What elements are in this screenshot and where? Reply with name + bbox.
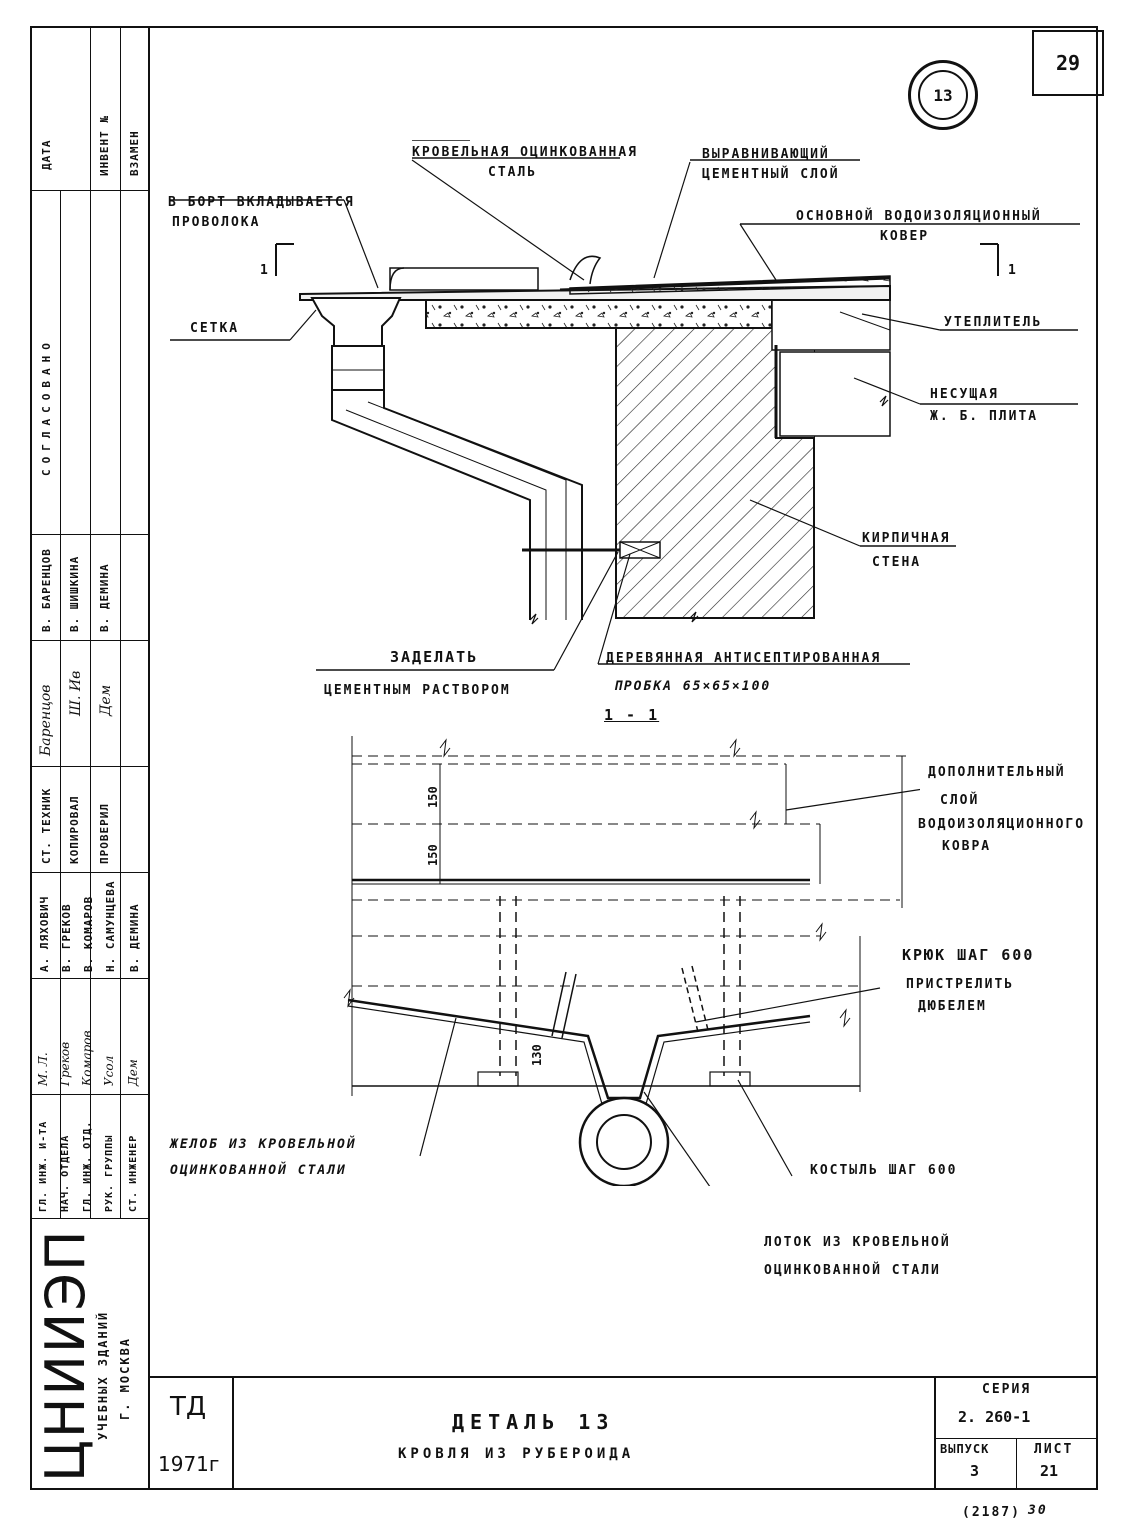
title-block-divider xyxy=(1016,1438,1017,1490)
sidebar-divider xyxy=(120,26,121,1218)
label-extra-layer: Дополнительный xyxy=(928,765,1066,780)
signature: Дем xyxy=(98,684,114,716)
signature: Усол xyxy=(102,1055,116,1086)
sidebar-date: Дата xyxy=(40,139,53,171)
label-roof-steel-2: сталь xyxy=(488,165,538,180)
issue-label: Выпуск xyxy=(940,1442,990,1456)
title-block-top xyxy=(148,1376,1098,1378)
signature: Дем xyxy=(126,1059,140,1086)
sidebar-rule xyxy=(30,766,150,767)
signature: Ш. Ив xyxy=(68,670,84,716)
series-value: 2. 260-1 xyxy=(958,1408,1031,1426)
label-insulation: Утеплитель xyxy=(944,315,1043,330)
organization-logo: ЦНИИЭП xyxy=(34,1228,97,1482)
name-komarov: В. Комаров xyxy=(82,895,95,972)
name-barentsov: В. Баренцов xyxy=(40,548,53,632)
sheet-value: 21 xyxy=(1040,1462,1059,1480)
sidebar-rule xyxy=(30,978,150,979)
name-shishkina: В. Шишкина xyxy=(68,555,81,632)
label-board: В борт вкладывается xyxy=(168,195,355,210)
detail-number: 13 xyxy=(918,70,968,120)
issue-value: 3 xyxy=(970,1462,980,1480)
sidebar-rule xyxy=(30,190,150,191)
label-hook-3: дюбелем xyxy=(918,999,987,1014)
name-grekov: В. Греков xyxy=(60,903,73,972)
label-bracket: Костыль шаг 600 xyxy=(810,1163,958,1178)
label-carpet-2: ковер xyxy=(880,229,930,244)
sheet-label: Лист xyxy=(1034,1442,1074,1457)
label-tray-2: оцинкованной стали xyxy=(764,1263,941,1278)
sidebar-replaces: Взамен xyxy=(128,130,141,176)
section-title: 1 - 1 xyxy=(604,706,660,724)
label-plug: Деревянная антисептированная xyxy=(606,651,882,666)
label-extra-layer-4: ковра xyxy=(942,839,992,854)
archive-stamp: (2187) xyxy=(962,1505,1021,1520)
archive-stamp-right: 30 xyxy=(1028,1503,1048,1518)
section-mark-right: 1 xyxy=(1008,263,1018,278)
label-net: Сетка xyxy=(190,321,240,336)
label-slab: Несущая xyxy=(930,387,999,402)
document-code: ТД xyxy=(170,1392,207,1422)
sidebar-rule xyxy=(30,1094,150,1095)
document-year: 1971г xyxy=(158,1452,220,1476)
sidebar-agreed: Согласовано xyxy=(40,337,53,476)
label-gutter: Желоб из кровельной xyxy=(170,1137,357,1152)
label-tray: Лоток из кровельной xyxy=(764,1235,951,1250)
label-roof-steel: Кровельная оцинкованная xyxy=(412,145,639,160)
sidebar-rule xyxy=(30,534,150,535)
label-leveling-2: цементный слой xyxy=(702,167,840,182)
name-demina: В. Демина xyxy=(128,903,141,972)
label-brick: Кирпичная xyxy=(862,531,951,546)
role-senior-tech: Ст. техник xyxy=(40,787,53,864)
upper-section-drawing xyxy=(170,140,1080,671)
signature: Комаров xyxy=(80,1030,94,1086)
series-label: Серия xyxy=(982,1382,1032,1397)
label-plug-2: пробка 65×65×100 xyxy=(614,679,772,694)
title-block-divider xyxy=(232,1376,234,1490)
role-dept-head: Нач. отдела xyxy=(60,1134,71,1212)
role-dept-eng: Гл. инж. отд. xyxy=(82,1120,93,1212)
role-senior-eng: Ст. инженер xyxy=(128,1134,139,1212)
dimension-130: 130 xyxy=(530,1044,544,1066)
role-group-lead: Рук. группы xyxy=(104,1134,115,1212)
sidebar-inventory: Инвент № xyxy=(98,115,111,176)
document-title: Деталь 13 xyxy=(452,1410,615,1434)
label-gutter-2: оцинкованной стали xyxy=(170,1163,347,1178)
role-copied: Копировал xyxy=(68,795,81,864)
title-block-divider xyxy=(934,1376,936,1490)
label-slab-2: ж. б. плита xyxy=(930,409,1039,424)
label-leveling: Выравнивающий xyxy=(702,147,830,162)
label-extra-layer-2: слой xyxy=(940,793,980,808)
document-subtitle: Кровля из рубероида xyxy=(398,1446,635,1462)
sidebar-rule xyxy=(30,872,150,873)
name-samuntseva: Н. Самунцева xyxy=(104,880,117,972)
signature: Греков xyxy=(58,1041,72,1086)
role-checked: Проверил xyxy=(98,803,111,864)
label-seal: Заделать xyxy=(390,648,479,666)
lower-section-drawing xyxy=(343,736,920,1186)
detail-badge: 13 xyxy=(908,60,978,130)
sidebar-rule xyxy=(30,1218,150,1219)
sidebar-rule xyxy=(30,640,150,641)
name-lyakhovich: А. Ляхович xyxy=(38,895,51,972)
section-mark-left: 1 xyxy=(260,263,270,278)
organization-line-2: г. Москва xyxy=(118,1336,132,1420)
dimension-150-bottom: 150 xyxy=(426,844,440,866)
organization-line-1: учебных зданий xyxy=(96,1310,110,1440)
signature: Баренцов xyxy=(38,684,54,756)
signature: М. Л. xyxy=(36,1052,50,1086)
label-hook: Крюк шаг 600 xyxy=(902,946,1035,964)
label-carpet: Основной водоизоляционный xyxy=(796,209,1042,224)
sheet-number: 29 xyxy=(1032,30,1104,96)
sidebar-divider xyxy=(60,190,61,1218)
label-board-2: проволока xyxy=(172,215,261,230)
label-seal-2: цементным раствором xyxy=(324,683,511,698)
name-demina-2: В. Демина xyxy=(98,563,111,632)
sidebar-divider xyxy=(90,26,91,1218)
label-brick-2: стена xyxy=(872,555,922,570)
role-chief-eng: Гл. инж. и-та xyxy=(38,1120,49,1212)
dimension-150-top: 150 xyxy=(426,786,440,808)
label-extra-layer-3: водоизоляционного xyxy=(918,817,1086,832)
label-hook-2: пристрелить xyxy=(906,977,1015,992)
